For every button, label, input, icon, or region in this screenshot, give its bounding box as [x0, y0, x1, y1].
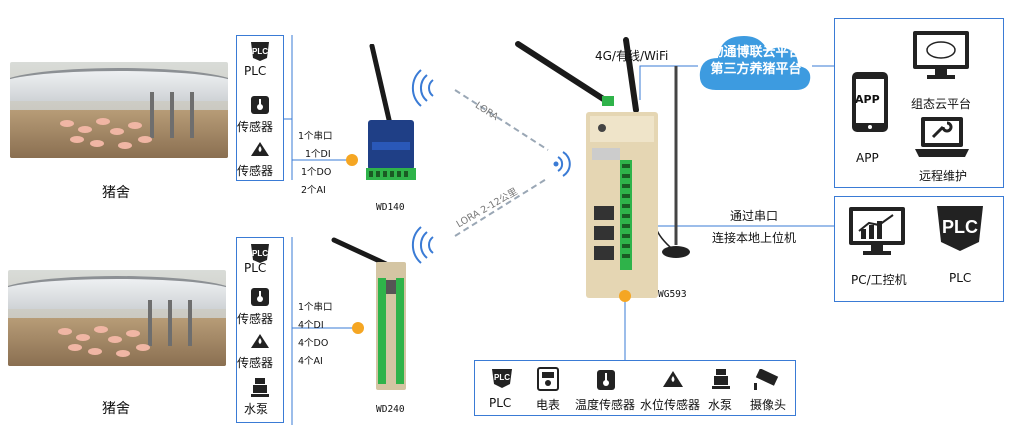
serial-label-line2: 连接本地上位机 — [712, 231, 797, 245]
wifi-icon-gateway — [557, 151, 571, 177]
app-label: APP — [856, 151, 879, 165]
line-gateway-cloud — [639, 65, 698, 100]
farm-caption-2: 猪舍 — [102, 401, 130, 417]
wifi-icon-wd240 — [411, 226, 434, 264]
bottom-item-pump: 水泵 — [708, 398, 733, 412]
panel1-item-3: 传感器 — [237, 164, 274, 178]
local-host-panel: PC/工控机 PLC PLC — [834, 196, 1004, 302]
wg593-gateway — [508, 30, 708, 300]
local-plc-label: PLC — [949, 271, 972, 285]
camera-icon — [751, 368, 781, 391]
wd240-port-ai: 4个AI — [298, 356, 323, 367]
bottom-item-temp-sensor: 温度传感器 — [575, 398, 636, 412]
serial-label-line1: 通过串口 — [730, 209, 779, 223]
lora-link-bottom — [454, 177, 549, 237]
wd140-port-serial: 1个串口 — [298, 131, 333, 142]
water-pump-icon — [711, 367, 731, 391]
pc-label: PC/工控机 — [851, 273, 907, 287]
bottom-item-plc: PLC — [489, 396, 512, 410]
thermometer-sensor-icon — [595, 367, 617, 391]
wd240-port-serial: 1个串口 — [298, 302, 333, 313]
water-level-sensor-icon — [661, 369, 685, 389]
farm-caption-1: 猪舍 — [102, 185, 130, 201]
cloud-services-panel: APP APP 组态云平台 远程维护 — [834, 18, 1004, 188]
bottom-item-water-level: 水位传感器 — [640, 398, 701, 412]
wg593-connector-dot — [619, 290, 631, 302]
wd140-device — [360, 43, 420, 194]
bottom-item-camera: 摄像头 — [750, 398, 787, 412]
water-pump-icon — [250, 376, 270, 398]
app-icon-text: APP — [855, 93, 880, 106]
panel2-item-1: PLC — [244, 261, 267, 275]
wd140-label: WD140 — [376, 202, 405, 213]
plc-icon: PLC — [248, 242, 272, 264]
svg-text:PLC: PLC — [942, 217, 978, 237]
pc-monitor-chart-icon — [847, 205, 907, 257]
lora-link-top — [454, 89, 549, 151]
thermometer-sensor-icon — [250, 93, 270, 115]
wifi-icon-wd140 — [411, 69, 434, 107]
panel2-item-4: 水泵 — [244, 402, 269, 416]
plc-icon: PLC — [489, 367, 515, 389]
pig-farm-image-1 — [10, 62, 228, 158]
monitor-icon — [911, 29, 971, 81]
svg-text:PLC: PLC — [494, 373, 510, 382]
plc-icon: PLC — [248, 40, 272, 62]
config-platform-label: 组态云平台 — [911, 97, 972, 111]
bottom-devices-panel: PLC PLC 电表 温度传感器 水位传感器 水泵 摄像头 — [474, 360, 796, 416]
laptop-wrench-icon — [913, 113, 971, 161]
wd240-connector-dot — [352, 322, 364, 334]
thermometer-sensor-icon — [250, 285, 270, 307]
wd240-label: WD240 — [376, 404, 405, 415]
electric-meter-icon — [537, 367, 559, 391]
sensor-panel-1: PLC PLC 传感器 传感器 — [236, 35, 284, 181]
pig-farm-image-2 — [8, 270, 226, 366]
smartphone-icon — [851, 71, 889, 133]
bottom-item-meter: 电表 — [536, 398, 561, 412]
wg593-label: WG593 — [658, 289, 687, 300]
svg-text:PLC: PLC — [252, 249, 268, 258]
water-level-sensor-icon — [249, 332, 271, 350]
remote-maintenance-label: 远程维护 — [919, 169, 968, 183]
panel2-item-2: 传感器 — [237, 312, 274, 326]
svg-text:PLC: PLC — [252, 47, 268, 56]
wd140-port-di: 1个DI — [305, 149, 331, 160]
water-level-sensor-icon — [249, 140, 271, 158]
wd140-port-ai: 2个AI — [301, 185, 326, 196]
wd240-port-do: 4个DO — [298, 338, 329, 349]
plc-large-icon: PLC — [933, 203, 987, 253]
panel2-item-3: 传感器 — [237, 356, 274, 370]
cloud-icon — [696, 26, 814, 98]
cloud-line-2: 第三方养猪平台 — [710, 62, 802, 77]
wd240-port-di: 4个DI — [298, 320, 324, 331]
panel1-item-2: 传感器 — [237, 120, 274, 134]
network-label: 4G/有线/WiFi — [595, 49, 669, 63]
wd140-connector-dot — [346, 154, 358, 166]
sensor-panel-2: PLC PLC 传感器 传感器 水泵 — [236, 237, 284, 423]
cloud-line-1: 物通博联云平台 — [710, 45, 802, 60]
panel1-item-1: PLC — [244, 64, 267, 78]
wd140-port-do: 1个DO — [301, 167, 332, 178]
wd240-device — [330, 234, 410, 394]
